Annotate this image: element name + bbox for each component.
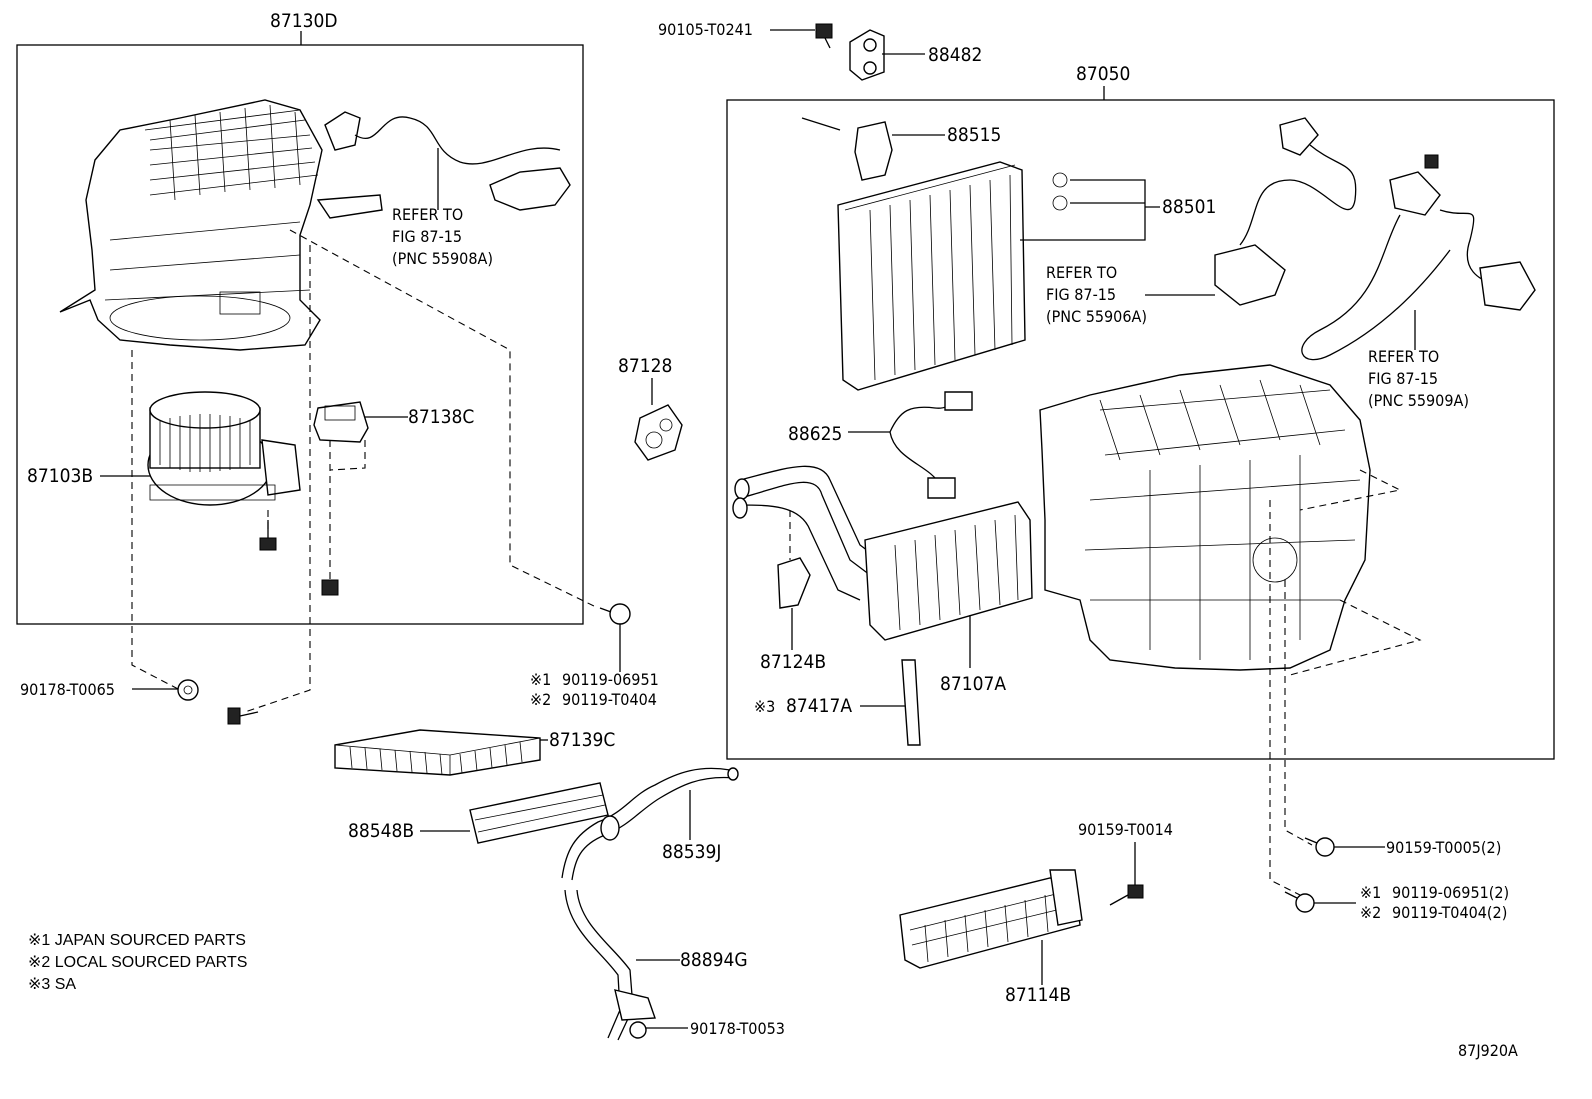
ref-55908a-line1: REFER TO [392,205,463,224]
mark-90119-06951: ※1 [530,670,551,689]
plate-88482 [849,29,885,81]
label-90178-t0065[interactable]: 90178-T0065 [20,680,115,699]
label-87417a[interactable]: 87417A [786,695,852,717]
label-90105-t0241[interactable]: 90105-T0241 [658,20,753,39]
group-box-87050 [726,99,1555,760]
label-90119-06951[interactable]: 90119-06951 [562,670,659,689]
wire-harness-55906a [1214,117,1357,306]
label-87050[interactable]: 87050 [1076,63,1130,85]
hvac-case-drawing [1039,364,1371,671]
sensor-88625 [889,391,973,499]
label-87107a[interactable]: 87107A [940,673,1006,695]
hose-88539j [561,767,739,881]
mark-90119-06951-2: ※1 [1360,883,1381,902]
label-88515[interactable]: 88515 [947,124,1001,146]
heater-core-87107a [864,501,1033,641]
screw-motor [259,510,277,551]
wire-harness-55908a [316,111,571,219]
ptc-heater-87114b [899,869,1083,969]
ref-55909a-line2: FIG 87-15 [1368,369,1438,388]
orings-88501 [1052,172,1068,211]
screw-90119-06951 [599,603,631,625]
cover-88548b [469,782,609,844]
clamp-87124b [777,510,811,609]
note-sa: ※3 SA [28,976,76,993]
filter-87139c [334,729,541,776]
label-87139c[interactable]: 87139C [549,729,615,751]
label-88501[interactable]: 88501 [1162,196,1216,218]
note-japan-sourced: ※1 JAPAN SOURCED PARTS [28,932,246,949]
label-87138c[interactable]: 87138C [408,406,474,428]
ref-55908a-line3: (PNC 55908A) [392,249,493,268]
mark-87417a: ※3 [754,697,775,716]
ref-55908a-line2: FIG 87-15 [392,227,462,246]
label-90178-t0053[interactable]: 90178-T0053 [690,1019,785,1038]
seal-87417a [901,659,921,746]
label-88548b[interactable]: 88548B [348,820,414,842]
label-88625[interactable]: 88625 [788,423,842,445]
bolt-90159-t0005 [1304,837,1335,857]
valve-88515 [801,117,893,181]
label-90119-t0404-2[interactable]: 90119-T0404(2) [1392,903,1507,922]
group-box-87130d [16,44,584,625]
ref-55906a-line3: (PNC 55906A) [1046,307,1147,326]
label-90119-t0404[interactable]: 90119-T0404 [562,690,657,709]
grommet-87128 [634,404,683,461]
mark-90119-t0404-2: ※2 [1360,903,1381,922]
label-87103b[interactable]: 87103B [27,465,93,487]
bolt-90159-t0014 [1109,884,1144,906]
clip-90178-t0065 [177,679,199,701]
blower-motor-drawing [147,391,301,506]
ref-55906a-line2: FIG 87-15 [1046,285,1116,304]
label-87124b[interactable]: 87124B [760,651,826,673]
ref-55909a-line1: REFER TO [1368,347,1439,366]
label-90159-t0005[interactable]: 90159-T0005(2) [1386,838,1501,857]
evaporator-drawing [837,161,1026,391]
blower-housing-drawing [59,99,323,351]
ref-55909a-line3: (PNC 55909A) [1368,391,1469,410]
label-90119-06951-2[interactable]: 90119-06951(2) [1392,883,1509,902]
wire-harness-55909a [1301,154,1536,361]
bolt-90105-t0241 [815,23,833,49]
screw-bottom-left [227,707,259,725]
label-88894g[interactable]: 88894G [680,949,748,971]
label-88482[interactable]: 88482 [928,44,982,66]
heater-pipes [732,465,881,601]
note-local-sourced: ※2 LOCAL SOURCED PARTS [28,954,247,971]
resistor-87138c [313,401,369,443]
screw-resistor [321,579,339,596]
label-87114b[interactable]: 87114B [1005,984,1071,1006]
clip-90178-t0053 [629,1021,647,1039]
label-90159-t0014[interactable]: 90159-T0014 [1078,820,1173,839]
diagram-id: 87J920A [1458,1041,1518,1060]
ref-55906a-line1: REFER TO [1046,263,1117,282]
label-87130d[interactable]: 87130D [270,10,338,32]
label-88539j[interactable]: 88539J [662,841,721,863]
hose-88894g [564,889,656,1041]
mark-90119-t0404: ※2 [530,690,551,709]
label-87128[interactable]: 87128 [618,355,672,377]
